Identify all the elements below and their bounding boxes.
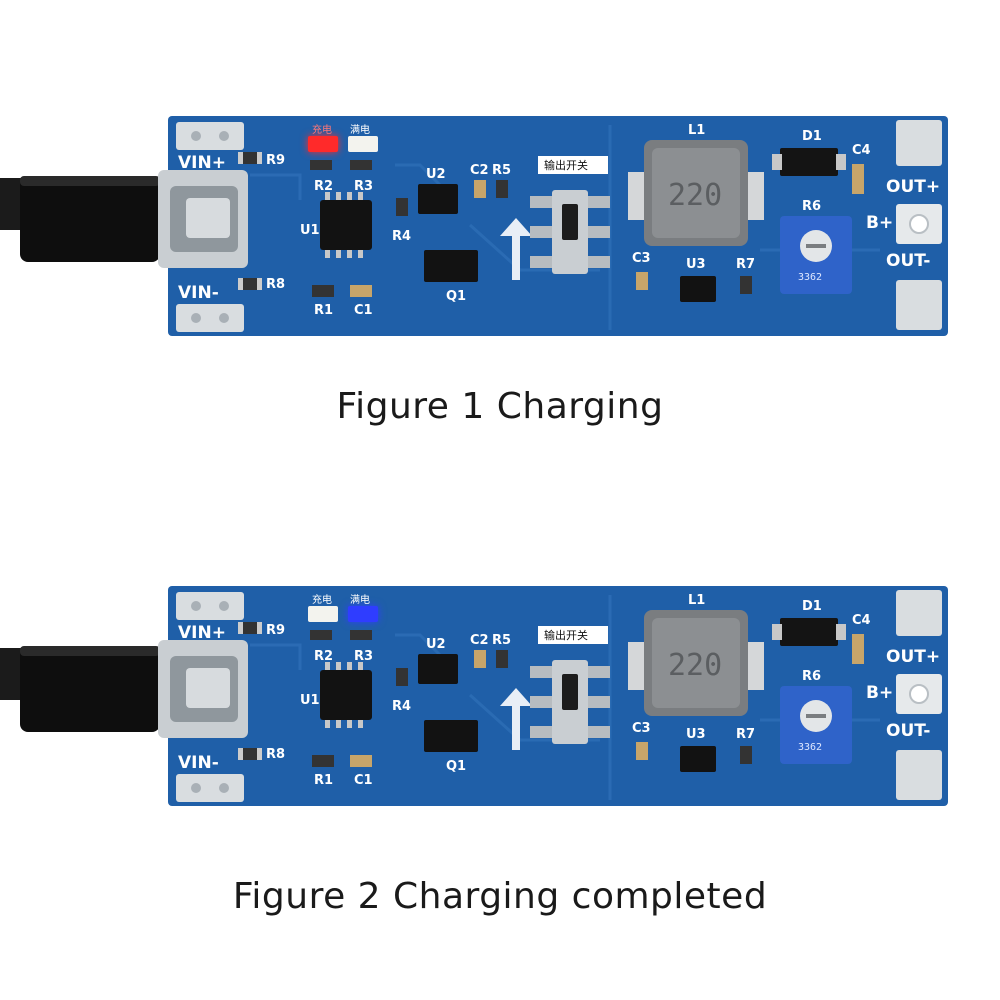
b-plus-label: B+: [866, 683, 893, 703]
ref-c2: C2: [470, 633, 489, 648]
ref-r4: R4: [392, 229, 411, 244]
out-minus-pad: [896, 280, 942, 330]
ref-r3: R3: [354, 649, 373, 664]
ref-r1: R1: [314, 773, 333, 788]
ref-c3: C3: [632, 721, 651, 736]
ref-r7: R7: [736, 257, 755, 272]
ref-d1: D1: [802, 599, 822, 614]
led-full: [348, 606, 378, 622]
vin-minus-pad: [176, 774, 244, 802]
arrow-up-icon: [500, 218, 532, 280]
chip-u1: [320, 200, 372, 250]
led-charge-label: 充电: [312, 593, 332, 606]
chip-u1: [320, 670, 372, 720]
ref-r6: R6: [802, 669, 821, 684]
usb-plug-housing: [20, 176, 160, 262]
ref-c2: C2: [470, 163, 489, 178]
usb-plug-housing: [20, 646, 160, 732]
ref-l1: L1: [688, 593, 705, 608]
chip-u2: [418, 654, 458, 684]
led-charge-label: 充电: [312, 123, 332, 136]
ref-r2: R2: [314, 649, 333, 664]
chip-u3: [680, 746, 716, 772]
led-charge: [308, 136, 338, 152]
inductor-marking: 220: [668, 178, 722, 213]
figure-1: VIN+ VIN- R9 R8 充电 满电 R2 R3 U1 R1 C1 U2 …: [0, 116, 948, 427]
ref-q1: Q1: [446, 289, 466, 304]
inductor-marking: 220: [668, 648, 722, 683]
ref-q1: Q1: [446, 759, 466, 774]
diode-d1: [780, 148, 838, 176]
out-minus-pad: [896, 750, 942, 800]
out-plus-label: OUT+: [886, 177, 940, 197]
pot-marking: 3362: [798, 272, 822, 283]
out-minus-label: OUT-: [886, 721, 930, 741]
vin-plus-pad: [176, 592, 244, 620]
ref-u2: U2: [426, 167, 446, 182]
figure-1-caption: Figure 1 Charging: [336, 386, 664, 427]
out-plus-pad: [896, 120, 942, 166]
chip-q1: [424, 250, 478, 282]
figure-2: VIN+ VIN- R9 R8 充电 满电 R2 R3 U1 R1 C1 U2 …: [0, 470, 1000, 970]
led-charge: [308, 606, 338, 622]
vin-minus-label: VIN-: [178, 283, 219, 303]
chip-u3: [680, 276, 716, 302]
ref-c1: C1: [354, 773, 373, 788]
led-full-label: 满电: [350, 123, 370, 136]
switch-label: 输出开关: [544, 628, 588, 642]
board-photo-2: VIN+ VIN- R9 R8 充电 满电 R2 R3 U1 R1 C1 U2 …: [0, 586, 948, 806]
ref-r4: R4: [392, 699, 411, 714]
ref-r8: R8: [266, 747, 285, 762]
pot-marking: 3362: [798, 742, 822, 753]
chip-q1: [424, 720, 478, 752]
ref-r8: R8: [266, 277, 285, 292]
ref-c4: C4: [852, 143, 871, 158]
ref-u2: U2: [426, 637, 446, 652]
led-full-label: 满电: [350, 593, 370, 606]
vin-plus-label: VIN+: [178, 153, 226, 173]
ref-r5: R5: [492, 633, 511, 648]
ref-d1: D1: [802, 129, 822, 144]
vin-plus-pad: [176, 122, 244, 150]
vin-plus-label: VIN+: [178, 623, 226, 643]
out-plus-pad: [896, 590, 942, 636]
ref-r2: R2: [314, 179, 333, 194]
ref-r6: R6: [802, 199, 821, 214]
ref-c1: C1: [354, 303, 373, 318]
ref-l1: L1: [688, 123, 705, 138]
ref-u3: U3: [686, 257, 706, 272]
switch-label: 输出开关: [544, 158, 588, 172]
out-minus-label: OUT-: [886, 251, 930, 271]
ref-u1: U1: [300, 693, 320, 708]
chip-u2: [418, 184, 458, 214]
ref-c4: C4: [852, 613, 871, 628]
ref-r1: R1: [314, 303, 333, 318]
ref-c3: C3: [632, 251, 651, 266]
out-plus-label: OUT+: [886, 647, 940, 667]
vin-minus-label: VIN-: [178, 753, 219, 773]
figure-2-caption: Figure 2 Charging completed: [232, 876, 768, 917]
led-full: [348, 136, 378, 152]
board-photo-1: VIN+ VIN- R9 R8 充电 满电 R2 R3 U1 R1 C1 U2 …: [0, 116, 948, 336]
ref-r5: R5: [492, 163, 511, 178]
ref-u3: U3: [686, 727, 706, 742]
ref-u1: U1: [300, 223, 320, 238]
b-plus-label: B+: [866, 213, 893, 233]
ref-r3: R3: [354, 179, 373, 194]
ref-r9: R9: [266, 623, 285, 638]
arrow-up-icon: [500, 688, 532, 750]
ref-r7: R7: [736, 727, 755, 742]
vin-minus-pad: [176, 304, 244, 332]
ref-r9: R9: [266, 153, 285, 168]
diode-d1: [780, 618, 838, 646]
